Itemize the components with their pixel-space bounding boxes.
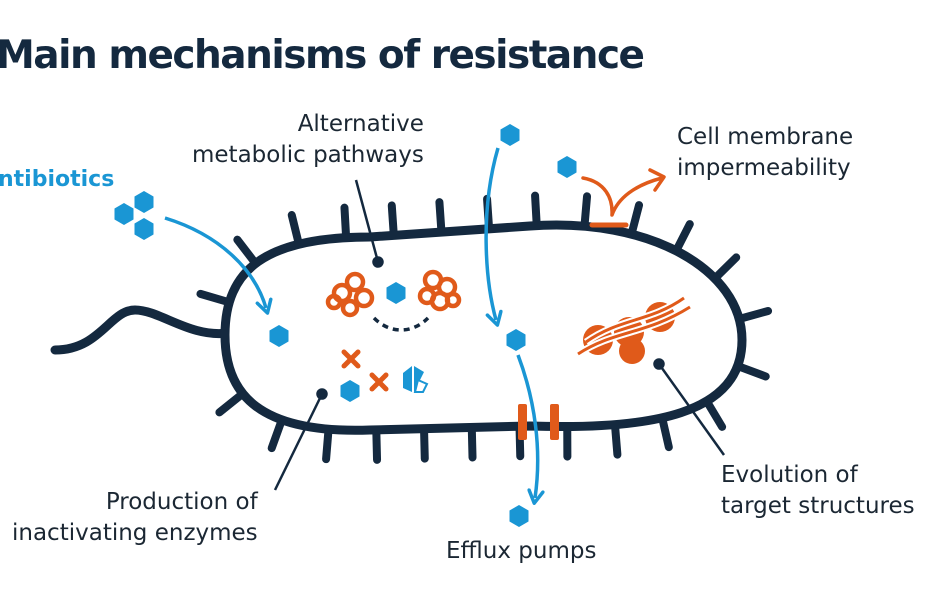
cell-pili xyxy=(196,191,773,464)
label-line: Production of xyxy=(105,489,258,515)
label-line: Efflux pumps xyxy=(446,538,597,564)
hexagon-icon xyxy=(509,505,529,527)
pilus xyxy=(658,413,673,452)
label-line: Evolution of xyxy=(721,462,858,488)
pilus xyxy=(467,423,477,462)
metabolic-enzyme-left xyxy=(325,271,375,318)
label-line: inactivating enzymes xyxy=(12,520,258,546)
pilus xyxy=(215,389,247,417)
enzyme-icon xyxy=(403,366,429,393)
label-inactivating-enzymes: Production of inactivating enzymes xyxy=(12,487,258,549)
label-line: Alternative xyxy=(297,111,424,137)
pilus xyxy=(267,415,286,453)
deflection-arrow xyxy=(581,176,664,217)
pilus xyxy=(610,420,622,459)
label-membrane-impermeability: Cell membrane impermeability xyxy=(677,122,853,184)
antibiotics-label: ntibiotics xyxy=(0,167,115,192)
pilus xyxy=(735,306,773,323)
label-efflux-pumps: Efflux pumps xyxy=(446,536,596,567)
label-line: target structures xyxy=(721,493,915,519)
pilus xyxy=(702,397,727,431)
pilus xyxy=(733,361,770,381)
label-line: Cell membrane xyxy=(677,124,854,150)
cell-membrane xyxy=(220,220,747,435)
pilus xyxy=(420,424,429,463)
chromosome-icon xyxy=(576,295,692,364)
hexagon-icon xyxy=(500,124,520,146)
pilus xyxy=(580,192,592,231)
pilus xyxy=(672,220,694,255)
page-title: Main mechanisms of resistance xyxy=(0,33,645,78)
label-line: metabolic pathways xyxy=(192,142,424,168)
deflection-arrowhead xyxy=(648,168,666,192)
pilus xyxy=(340,203,351,242)
cross-icon xyxy=(341,349,389,392)
pilus xyxy=(387,201,398,240)
pilus xyxy=(196,289,234,307)
efflux-pump xyxy=(518,404,559,440)
pilus xyxy=(287,211,303,249)
metabolic-enzyme-right xyxy=(417,269,462,312)
flagellum xyxy=(50,305,233,355)
antibiotics-cluster xyxy=(114,191,154,240)
pilus xyxy=(322,425,333,464)
pilus xyxy=(372,425,382,464)
efflux-entry-arrow xyxy=(484,147,503,327)
label-line: impermeability xyxy=(677,155,851,181)
pilus xyxy=(627,201,644,239)
pilus xyxy=(233,235,260,268)
hexagon-icon xyxy=(557,156,577,178)
pilus xyxy=(710,253,741,283)
pilus xyxy=(435,198,446,237)
pilus xyxy=(531,191,541,230)
callout-pointers xyxy=(273,179,726,491)
label-target-evolution: Evolution of target structures xyxy=(721,460,915,522)
efflux-exit-arrow xyxy=(516,354,545,505)
antibiotic-entry-arrow xyxy=(164,216,273,315)
label-alternative-pathways: Alternative metabolic pathways xyxy=(192,109,424,171)
